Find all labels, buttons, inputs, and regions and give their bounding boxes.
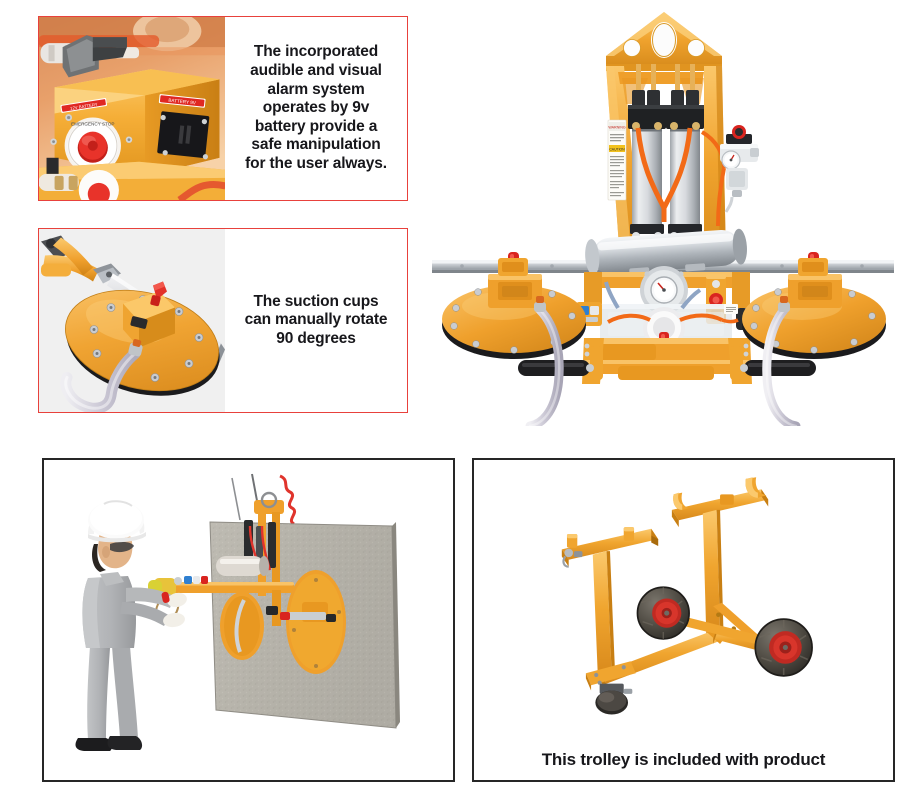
feature-panel-rotating-suction-cups: The suction cups can manually rotate 90 … <box>38 228 408 413</box>
trolley-caption: This trolley is included with product <box>541 750 826 769</box>
feature-suction-cup-text: The suction cups can manually rotate 90 … <box>244 292 388 347</box>
feature-alarm-text: The incorporated audible and visual alar… <box>245 43 387 172</box>
vacuum-lifter-hero-photo: WARNING CAUTION <box>432 8 894 426</box>
svg-text:EMERGENCY STOP: EMERGENCY STOP <box>71 122 114 127</box>
svg-text:CAUTION: CAUTION <box>609 147 625 151</box>
svg-text:BATTERY 9V: BATTERY 9V <box>168 98 197 106</box>
feature-panel-alarm-system: 12V BATTERY EMERGENCY STOP <box>38 16 408 201</box>
suction-cup-photo <box>39 229 225 412</box>
svg-text:12V BATTERY: 12V BATTERY <box>70 102 98 111</box>
worker-lifting-panel-photo <box>42 458 455 782</box>
trolley-photo: This trolley is included with product <box>472 458 895 782</box>
svg-text:WARNING: WARNING <box>608 126 625 130</box>
alarm-control-box-photo: 12V BATTERY EMERGENCY STOP <box>39 17 225 200</box>
